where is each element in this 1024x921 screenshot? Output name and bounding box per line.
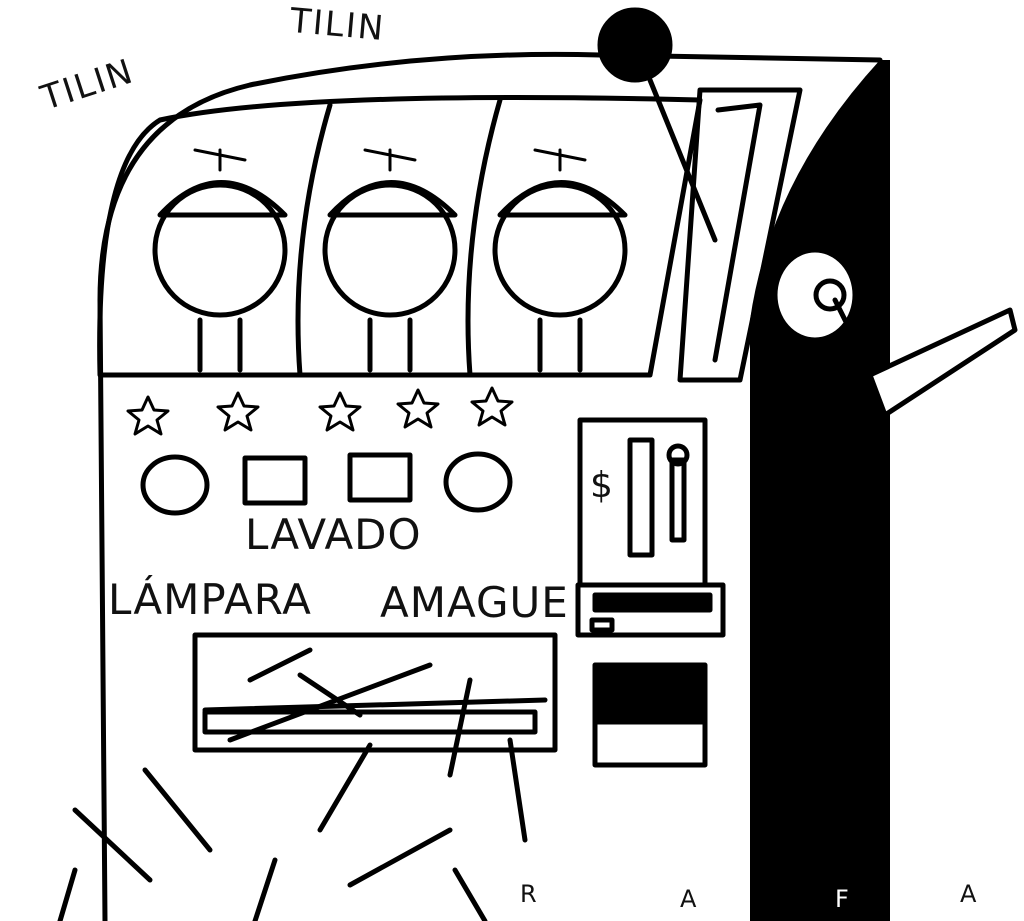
star-icons — [126, 386, 514, 436]
label-amague: AMAGUE — [380, 578, 569, 627]
reel-window — [97, 95, 703, 378]
coin-panel — [575, 417, 726, 768]
lever — [597, 7, 1018, 418]
reel-face — [152, 148, 628, 373]
dollar-sign: $ — [590, 465, 614, 506]
signature-letter: F — [835, 885, 849, 913]
label-lavado: LAVADO — [245, 510, 422, 559]
signature-letter: R — [520, 880, 537, 908]
signature-letter: A — [680, 885, 697, 913]
label-lampara: LÁMPARA — [108, 575, 312, 624]
bone-icons — [57, 647, 528, 921]
machine-side-panel — [750, 60, 890, 921]
signature-letter: A — [960, 880, 977, 908]
sound-effect-text: TILIN — [288, 0, 387, 50]
machine-buttons — [140, 451, 513, 516]
